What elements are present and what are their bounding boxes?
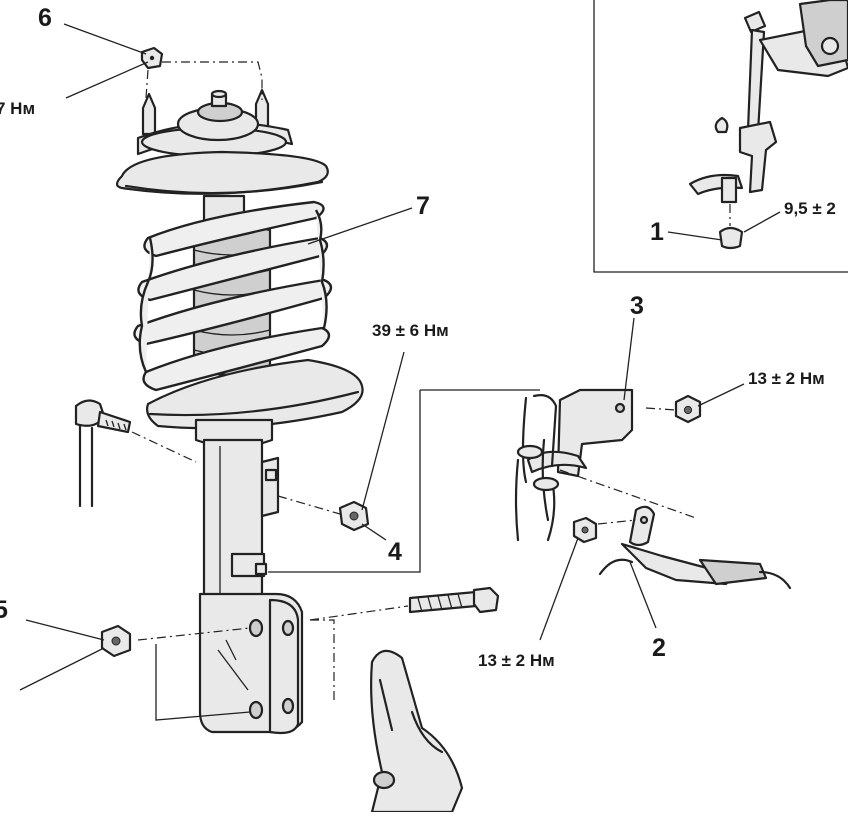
callout-7: 7 — [416, 192, 430, 220]
inset-frame — [593, 0, 848, 273]
strut-bolt — [408, 586, 500, 614]
bracket-nut-right — [674, 394, 702, 424]
bracket-nut-lower-dashline — [597, 519, 637, 525]
knuckle-dashline — [310, 619, 335, 700]
sensor-bracket-2 — [598, 505, 792, 590]
nut-5-bracket-line — [155, 644, 251, 721]
torque-top-left: 7 Нм — [0, 99, 35, 118]
torque-bracket-right: 13 ± 2 Нм — [748, 369, 825, 388]
inset-sensor-link — [688, 0, 848, 250]
callout-4: 4 — [388, 538, 402, 566]
nut-6-dashline-2 — [145, 69, 149, 99]
inset-nut — [718, 226, 744, 250]
stab-dashline — [131, 431, 197, 463]
torque-inset: 9,5 ± 2 — [784, 199, 836, 218]
torque-bracket-lower: 13 ± 2 Нм — [478, 651, 555, 670]
bracket-frame-line — [268, 390, 421, 573]
callout-2: 2 — [652, 634, 666, 662]
bracket-3-dashline — [645, 407, 677, 411]
inset-panel: 1 9,5 ± 2 — [593, 0, 848, 273]
callout-1: 1 — [650, 218, 664, 246]
torque-stabilizer-nut: 39 ± 6 Нм — [372, 321, 449, 340]
bolt-dashline — [309, 605, 409, 621]
top-mount — [115, 88, 329, 226]
coil-spring — [133, 200, 333, 392]
steering-knuckle — [370, 649, 464, 814]
nut-5 — [100, 624, 132, 658]
bracket-3 — [514, 388, 634, 542]
nut-4-dashline — [277, 495, 341, 515]
bracket-3-dashline-2 — [559, 469, 697, 519]
strut-body — [146, 358, 364, 735]
nut-4 — [338, 500, 370, 532]
callout-3: 3 — [630, 292, 644, 320]
bracket-nut-lower — [572, 516, 598, 544]
callout-6: 6 — [38, 4, 52, 32]
callout-5: 5 — [0, 596, 8, 624]
nut-6 — [140, 46, 164, 70]
stabilizer-link — [74, 399, 132, 508]
